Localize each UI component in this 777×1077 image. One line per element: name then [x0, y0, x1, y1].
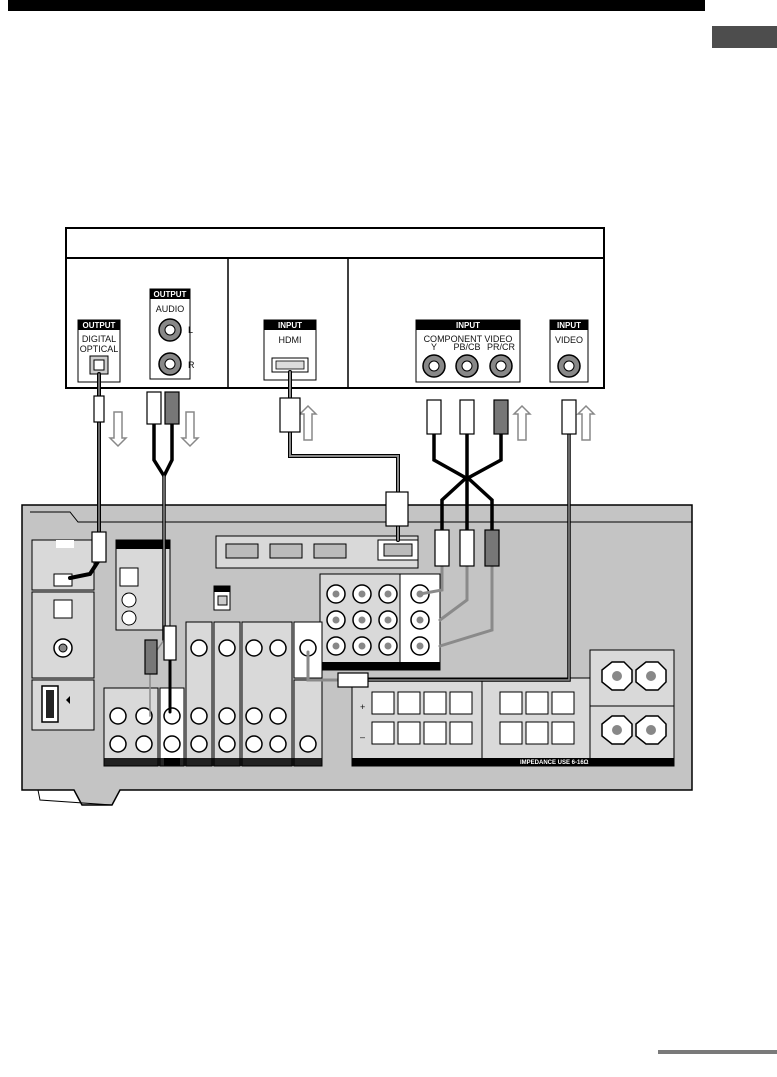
speaker-plus-label: +	[360, 702, 365, 712]
optical-out-arrow	[108, 411, 128, 448]
hdmi-in-arrow	[298, 404, 318, 441]
audio-out-arrow	[180, 411, 200, 448]
cable-plugs	[91, 391, 577, 688]
optical-header: OUTPUT	[83, 321, 116, 330]
audio-cable-right	[162, 418, 174, 478]
video-label: VIDEO	[555, 335, 583, 345]
speaker-minus-label: –	[360, 732, 365, 742]
component-cable-pr	[465, 418, 503, 542]
audio-label: AUDIO	[156, 304, 185, 314]
receiver-rear-panel: IMPEDANCE USE 6-16Ω + –	[21, 504, 693, 806]
optical-label-1: DIGITAL	[82, 334, 116, 344]
component-input-jacks: INPUT COMPONENT VIDEO Y PB/CB PR/CR	[415, 319, 521, 383]
device-panel	[65, 227, 605, 389]
hdmi-input-jack: INPUT HDMI	[263, 319, 317, 381]
audio-header: OUTPUT	[154, 290, 187, 299]
video-in-arrow	[576, 404, 596, 441]
component-header: INPUT	[456, 321, 480, 330]
video-header: INPUT	[557, 321, 581, 330]
audio-output-jacks: OUTPUT AUDIO L R	[149, 288, 195, 380]
hdmi-header: INPUT	[278, 321, 302, 330]
component-in-arrow	[512, 404, 532, 441]
component-pr-label: PR/CR	[487, 342, 516, 352]
video-input-jack: INPUT VIDEO	[549, 319, 589, 383]
hdmi-label: HDMI	[279, 335, 302, 345]
component-pb-label: PB/CB	[453, 342, 480, 352]
component-y-label: Y	[431, 342, 437, 352]
audio-left-label: L	[188, 325, 193, 335]
optical-label-2: OPTICAL	[80, 344, 119, 354]
header-bar	[8, 0, 705, 11]
impedance-note: IMPEDANCE USE 6-16Ω	[520, 760, 589, 766]
section-tab	[712, 26, 777, 48]
audio-right-label: R	[188, 360, 195, 370]
signal-flow-arrows	[108, 404, 596, 448]
component-title: COMPONENT VIDEO	[424, 334, 513, 344]
continued-rule	[658, 1050, 777, 1054]
